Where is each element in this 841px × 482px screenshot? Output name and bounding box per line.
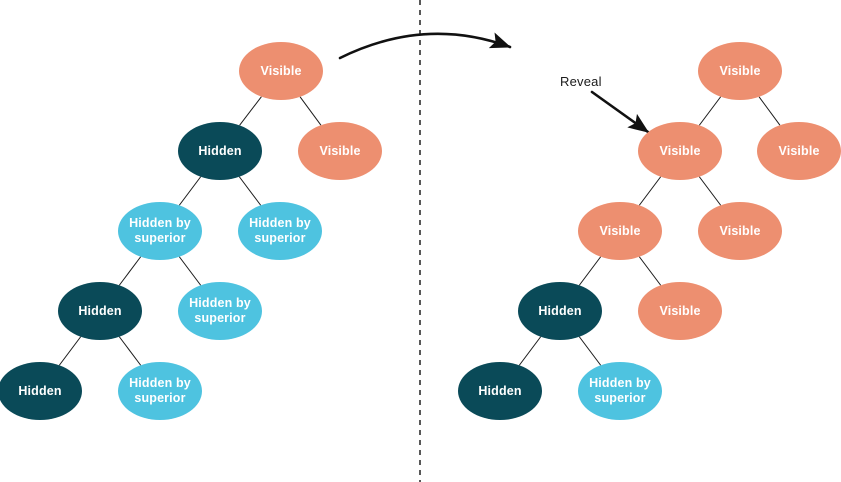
- tree-node-left-l3[interactable]: Visible: [298, 122, 382, 180]
- transition-arrow-icon: [338, 32, 512, 60]
- tree-edge: [758, 96, 781, 126]
- tree-edge: [178, 256, 202, 286]
- tree-node-right-r1[interactable]: Visible: [698, 42, 782, 100]
- tree-node-left-l2[interactable]: Hidden: [178, 122, 262, 180]
- tree-edge: [239, 96, 262, 126]
- tree-node-label: Hidden: [18, 383, 62, 398]
- tree-node-label: Hidden by superior: [189, 296, 251, 325]
- tree-node-label: Visible: [719, 223, 761, 238]
- tree-edge: [299, 96, 322, 126]
- tree-node-label: Hidden: [538, 303, 582, 318]
- tree-node-label: Visible: [719, 63, 761, 78]
- tree-node-label: Hidden: [478, 383, 522, 398]
- tree-node-label: Hidden by superior: [589, 376, 651, 405]
- tree-node-left-l4[interactable]: Hidden by superior: [118, 202, 202, 260]
- tree-node-label: Hidden by superior: [129, 216, 191, 245]
- tree-node-left-l8[interactable]: Hidden: [0, 362, 82, 420]
- tree-edge: [238, 176, 262, 206]
- tree-edge: [578, 336, 602, 366]
- tree-node-right-r2[interactable]: Visible: [638, 122, 722, 180]
- tree-node-right-r9[interactable]: Hidden by superior: [578, 362, 662, 420]
- tree-node-left-l9[interactable]: Hidden by superior: [118, 362, 202, 420]
- tree-node-label: Visible: [260, 63, 302, 78]
- tree-node-label: Hidden: [198, 143, 242, 158]
- tree-node-label: Visible: [778, 143, 820, 158]
- tree-node-label: Visible: [659, 143, 701, 158]
- tree-node-right-r4[interactable]: Visible: [578, 202, 662, 260]
- tree-node-right-r8[interactable]: Hidden: [458, 362, 542, 420]
- tree-node-right-r5[interactable]: Visible: [698, 202, 782, 260]
- tree-node-right-r6[interactable]: Hidden: [518, 282, 602, 340]
- tree-edge: [638, 256, 662, 286]
- tree-edge: [178, 176, 202, 206]
- tree-node-label: Hidden by superior: [249, 216, 311, 245]
- reveal-annotation-label: Reveal: [560, 74, 602, 89]
- tree-node-label: Visible: [659, 303, 701, 318]
- right-tree-edges: [518, 96, 781, 366]
- tree-edge: [638, 176, 662, 206]
- tree-node-right-r3[interactable]: Visible: [757, 122, 841, 180]
- tree-edge: [58, 336, 82, 366]
- tree-node-left-l5[interactable]: Hidden by superior: [238, 202, 322, 260]
- tree-edge: [698, 96, 722, 126]
- tree-node-label: Hidden by superior: [129, 376, 191, 405]
- reveal-arrow-icon: [590, 90, 650, 134]
- tree-node-label: Visible: [319, 143, 361, 158]
- tree-node-label: Visible: [599, 223, 641, 238]
- tree-node-label: Hidden: [78, 303, 122, 318]
- left-tree-edges: [58, 96, 322, 366]
- tree-node-left-l7[interactable]: Hidden by superior: [178, 282, 262, 340]
- tree-edge: [518, 336, 542, 366]
- tree-edge: [118, 336, 142, 366]
- tree-edge: [698, 176, 722, 206]
- tree-node-right-r7[interactable]: Visible: [638, 282, 722, 340]
- tree-edge: [118, 256, 142, 286]
- tree-node-left-l6[interactable]: Hidden: [58, 282, 142, 340]
- tree-node-left-l1[interactable]: Visible: [239, 42, 323, 100]
- tree-edge: [578, 256, 602, 286]
